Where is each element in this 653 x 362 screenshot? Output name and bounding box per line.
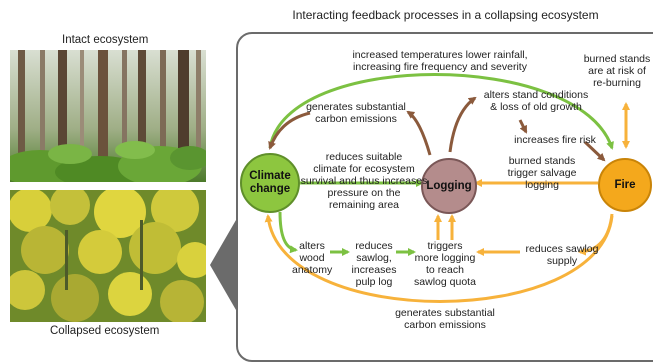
arrow-stand-to-firerisk [518,119,528,134]
logging-label: Logging [426,179,472,192]
feedback-arrows [264,73,630,303]
label-stand-conditions: alters stand conditions& loss of old gro… [483,89,589,113]
fire-node: Fire [598,158,652,212]
intact-forest-photo [10,50,206,182]
logging-node: Logging [421,158,477,214]
climate-label-1: Climate [249,170,291,182]
label-top-arc: increased temperatures lower rainfall,in… [352,49,528,73]
climate-label-2: change [249,183,291,195]
diagram-title: Interacting feedback processes in a coll… [292,8,599,22]
fire-label: Fire [614,178,636,191]
arrow-climate-to-fire-top [268,73,614,150]
intact-caption: Intact ecosystem [62,34,149,46]
arrow-fire-to-climate-bottom [264,214,614,303]
arrow-logging-to-carbon [406,110,432,156]
label-fire-risk: increases fire risk [514,134,596,146]
pointer-connector [210,220,236,310]
arrow-carbon-to-climate [268,111,311,150]
collapsed-forest-photo [10,190,206,322]
arrow-firerisk-to-fire [583,140,606,162]
arrow-logging-to-stand [448,96,477,153]
collapsed-caption: Collapsed ecosystem [50,325,160,337]
arrow-climate-to-wood [278,211,298,254]
